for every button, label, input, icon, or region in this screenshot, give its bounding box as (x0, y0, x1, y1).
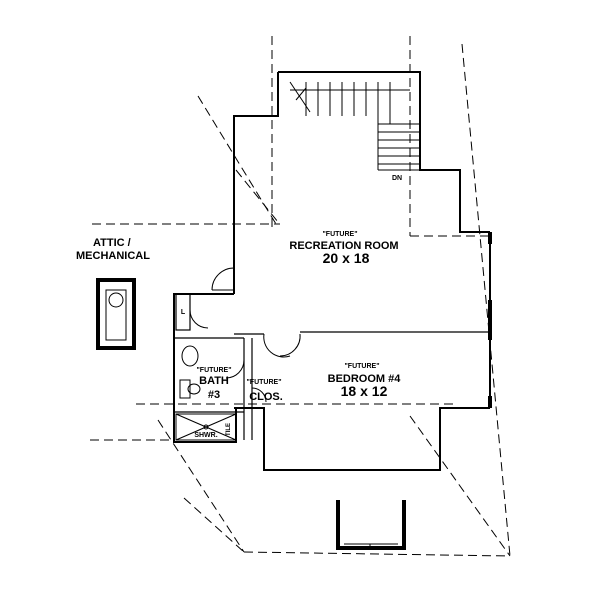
rec-room-name: RECREATION ROOM (289, 240, 398, 252)
linen-label: L (181, 309, 186, 316)
bedroom-tag: "FUTURE" (344, 363, 379, 370)
doors (189, 267, 301, 403)
entry-porch (336, 500, 406, 550)
bath-fixtures (175, 345, 237, 441)
stairs-down-label: DN (392, 175, 402, 182)
bath-number: #3 (208, 389, 220, 401)
shower-label: SHWR. (194, 432, 217, 439)
bath-name: BATH (199, 375, 229, 387)
exterior-walls (173, 71, 491, 471)
roof-outline-dashed (90, 36, 511, 557)
closet-tag: "FUTURE" (246, 379, 281, 386)
mechanical-unit (96, 278, 136, 350)
tile-note: TILE (226, 423, 232, 436)
staircase (289, 81, 420, 171)
attic-label-line2: MECHANICAL (76, 250, 150, 262)
rec-room-tag: "FUTURE" (322, 231, 357, 238)
bedroom-size: 18 x 12 (341, 383, 388, 399)
closet-name: CLOS. (249, 391, 283, 403)
bath-tag: "FUTURE" (196, 367, 231, 374)
rec-room-size: 20 x 18 (323, 250, 370, 266)
bedroom-name: BEDROOM #4 (328, 373, 402, 385)
attic-label-line1: ATTIC / (93, 237, 131, 249)
